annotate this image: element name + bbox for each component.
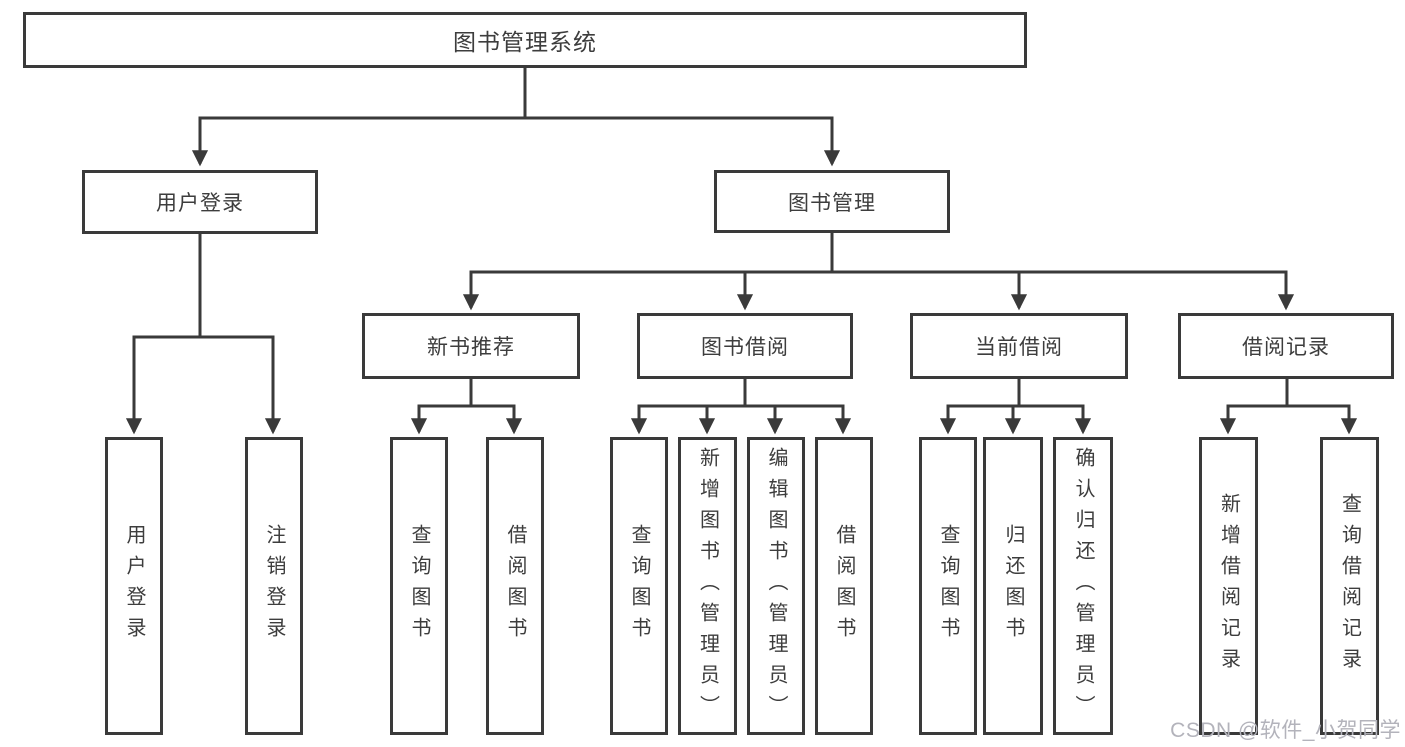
leaf-borrow-books-recommend: 借阅图书	[486, 437, 544, 735]
node-new-book-recommend: 新书推荐	[362, 313, 580, 379]
leaf-add-borrow-record: 新增借阅记录	[1199, 437, 1258, 735]
leaf-query-books-borrow: 查询图书	[610, 437, 668, 735]
node-book-borrow: 图书借阅	[637, 313, 853, 379]
node-borrow-record: 借阅记录	[1178, 313, 1394, 379]
leaf-user-login: 用户登录	[105, 437, 163, 735]
node-root-system: 图书管理系统	[23, 12, 1027, 68]
leaf-confirm-return-admin: 确认归还（管理员）	[1053, 437, 1113, 735]
leaf-query-borrow-record: 查询借阅记录	[1320, 437, 1379, 735]
leaf-borrow-books: 借阅图书	[815, 437, 873, 735]
csdn-watermark: CSDN @软件_小贺同学	[1170, 719, 1401, 742]
leaf-query-books-current: 查询图书	[919, 437, 977, 735]
node-book-management: 图书管理	[714, 170, 950, 233]
node-current-borrow: 当前借阅	[910, 313, 1128, 379]
leaf-return-books: 归还图书	[983, 437, 1043, 735]
leaf-add-books-admin: 新增图书（管理员）	[678, 437, 737, 735]
leaf-logout: 注销登录	[245, 437, 303, 735]
leaf-edit-books-admin: 编辑图书（管理员）	[747, 437, 805, 735]
leaf-query-books-recommend: 查询图书	[390, 437, 448, 735]
node-user-login: 用户登录	[82, 170, 318, 234]
